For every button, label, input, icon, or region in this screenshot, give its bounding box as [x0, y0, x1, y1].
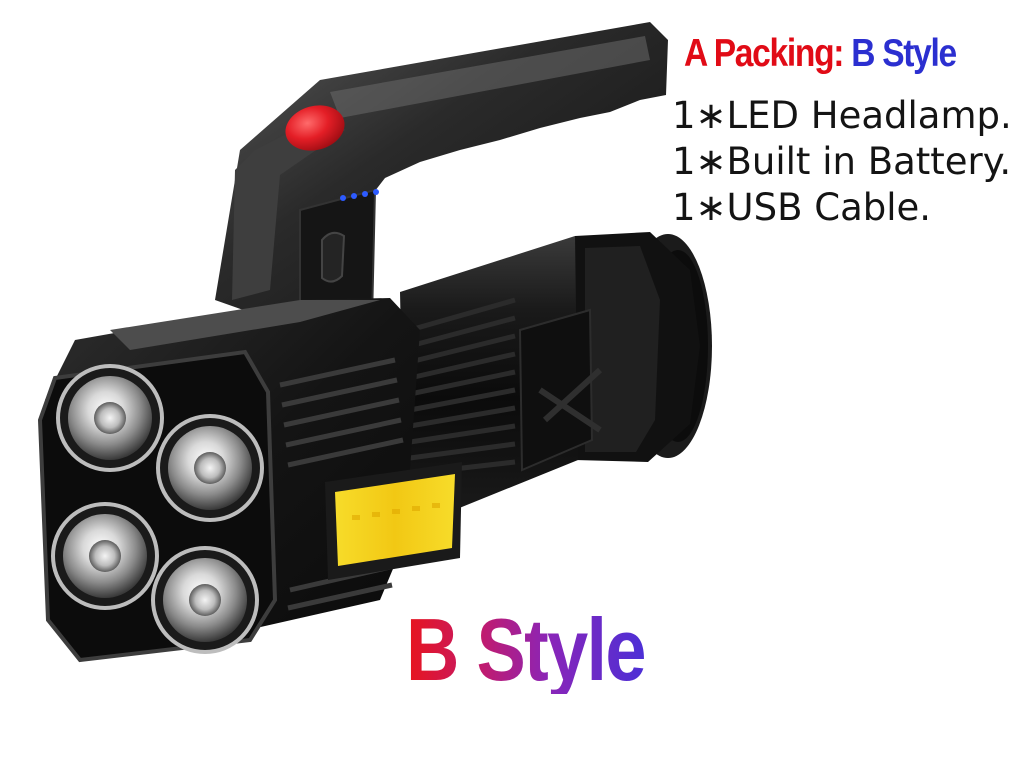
style-label: B Style — [406, 600, 647, 699]
package-contents-list: 1∗LED Headlamp. 1∗Built in Battery. 1∗US… — [672, 93, 1012, 231]
tail-cap — [575, 232, 712, 462]
package-item-headlamp: 1∗LED Headlamp. — [672, 94, 1012, 137]
package-item-usb-cable: 1∗USB Cable. — [672, 186, 932, 229]
battery-indicator — [340, 189, 379, 201]
led-array — [51, 364, 264, 654]
cob-side-light — [325, 462, 462, 580]
packing-style: B Style — [851, 32, 957, 75]
packing-prefix: A Packing: — [684, 32, 844, 75]
packing-heading: A Packing: B Style — [684, 32, 957, 75]
barrel — [400, 236, 603, 530]
handle — [215, 22, 668, 340]
power-button — [285, 105, 345, 151]
package-item-battery: 1∗Built in Battery. — [672, 140, 1012, 183]
